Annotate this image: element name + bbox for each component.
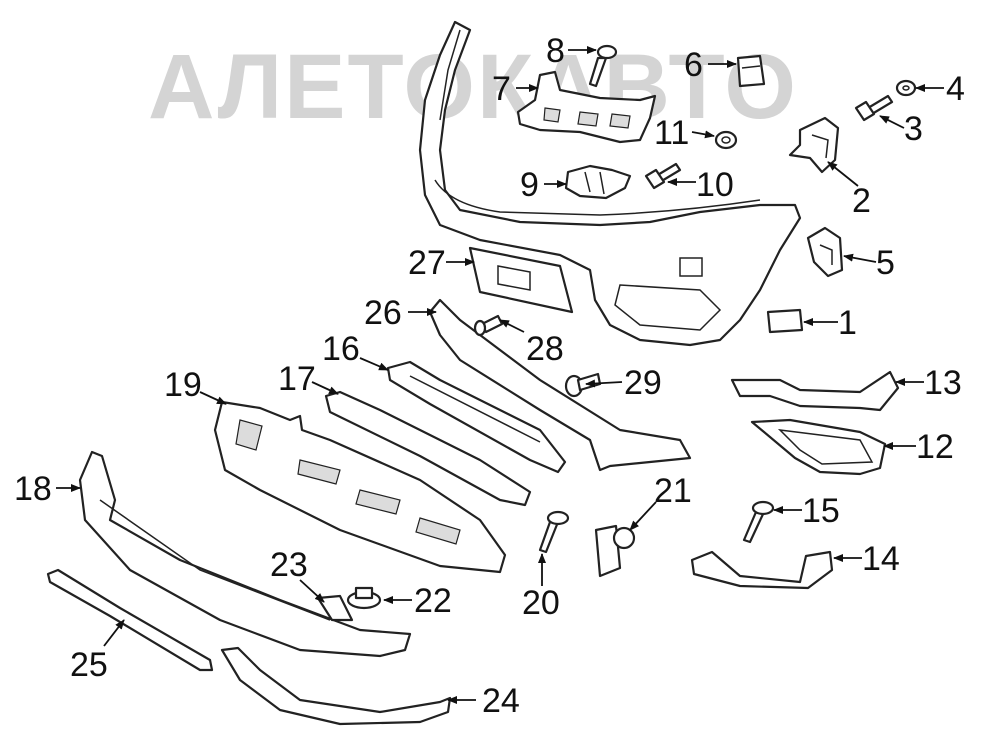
part-2-bracket (788, 116, 840, 174)
callout-4: 4 (946, 70, 965, 108)
leader-5 (843, 253, 877, 263)
leader-lines (56, 46, 944, 704)
part-15-bolt (742, 500, 775, 544)
leader-25 (103, 619, 125, 647)
callout-2: 2 (852, 182, 871, 220)
callout-23: 23 (270, 546, 308, 584)
callout-18: 18 (14, 470, 52, 508)
part-8-bolt (588, 44, 618, 88)
callout-10: 10 (696, 166, 734, 204)
part-20-bolt (538, 510, 570, 554)
callout-12: 12 (916, 428, 954, 466)
callout-20: 20 (522, 584, 560, 622)
part-17-bracket-strip (324, 390, 532, 507)
callout-7: 7 (492, 70, 511, 108)
callout-22: 22 (414, 582, 452, 620)
leader-29 (585, 379, 623, 388)
part-6-clip (736, 54, 766, 88)
watermark-text: АЛЕТОКАВТО (148, 36, 798, 138)
callout-17: 17 (278, 360, 316, 398)
part-27-license-plate-bracket (468, 246, 574, 314)
callout-25: 25 (70, 646, 108, 684)
callout-28: 28 (526, 330, 564, 368)
part-3-bolt (854, 94, 894, 122)
callout-14: 14 (862, 540, 900, 578)
callout-9: 9 (520, 166, 539, 204)
callout-24: 24 (482, 682, 520, 720)
part-1-cap (766, 308, 804, 334)
callout-27: 27 (408, 244, 446, 282)
part-29-clip (564, 372, 602, 398)
leader-17 (311, 381, 339, 395)
callout-16: 16 (322, 330, 360, 368)
part-5-clip (806, 226, 844, 278)
part-11-washer (714, 130, 738, 150)
callout-15: 15 (802, 492, 840, 530)
part-28-bolt (473, 314, 504, 337)
callout-26: 26 (364, 294, 402, 332)
part-21-sensor (594, 524, 636, 578)
part-16-lower-grille (386, 360, 567, 474)
part-4-washer (895, 79, 917, 97)
callout-numbers: 1 2 3 4 5 6 7 8 9 10 11 12 13 14 15 16 1… (14, 32, 965, 720)
part-19-underbody-shield (213, 400, 507, 574)
part-25-spoiler-strip (46, 568, 214, 672)
callout-13: 13 (924, 364, 962, 402)
callout-29: 29 (624, 364, 662, 402)
bumper-cover (418, 20, 802, 347)
part-23-trim (316, 594, 354, 622)
part-13-reinforcement (730, 370, 900, 412)
callout-3: 3 (904, 110, 923, 148)
leader-3 (879, 115, 905, 129)
part-9-sensor-bracket (564, 164, 632, 200)
part-26-energy-absorber (428, 298, 692, 472)
callout-6: 6 (684, 46, 703, 84)
callout-5: 5 (876, 244, 895, 282)
part-12-grille (750, 418, 887, 476)
callout-1: 1 (838, 304, 857, 342)
part-22-clip (346, 586, 382, 610)
part-24-lower-trim (220, 646, 452, 726)
callout-11: 11 (654, 114, 689, 152)
callout-8: 8 (546, 32, 565, 70)
leader-23 (299, 579, 325, 603)
leader-16 (359, 357, 389, 371)
leader-11 (691, 130, 715, 139)
leader-19 (199, 391, 227, 405)
part-7-bracket (516, 70, 657, 144)
part-18-lower-cover (78, 450, 412, 658)
leader-21 (629, 501, 657, 531)
leader-2 (827, 161, 859, 187)
leader-28 (499, 319, 525, 333)
part-14-strip (690, 550, 834, 590)
callout-21: 21 (654, 472, 692, 510)
part-10-bolt (644, 162, 682, 190)
callout-19: 19 (164, 366, 202, 404)
